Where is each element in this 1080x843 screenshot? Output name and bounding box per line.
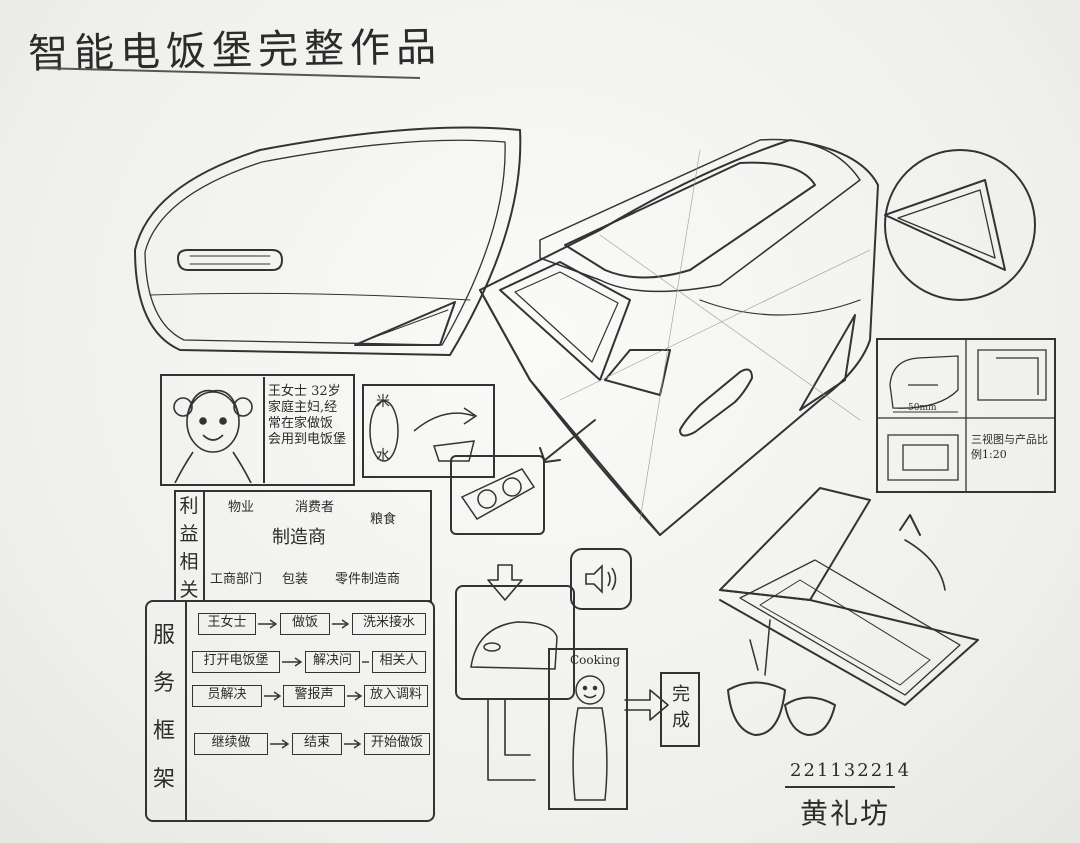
service-step: 王女士: [198, 613, 256, 635]
service-label: 服务框架: [153, 623, 176, 792]
stakeholder-item: 工商部门: [210, 572, 263, 587]
rice-label: 米: [376, 394, 390, 410]
stakeholder-label: 利益相关: [179, 495, 199, 601]
avatar: [163, 377, 265, 483]
cooker-flow-panel: [455, 585, 575, 700]
service-step: 放入调料: [364, 685, 428, 707]
stakeholder-item: 制造商: [272, 527, 326, 548]
service-step: 开始做饭: [364, 733, 430, 755]
flow-line-1: [487, 699, 536, 781]
open-lid-sketch: [719, 487, 979, 706]
side-view-sketch: [134, 126, 522, 356]
service-step: 相关人: [372, 651, 426, 673]
stakeholder-item: 包装: [282, 572, 309, 587]
three-view-panel: 50mm 三视图与产品比例1:20: [876, 338, 1056, 493]
stakeholder-item: 消费者: [295, 500, 335, 515]
persona-panel: [160, 374, 355, 486]
service-step: 做饭: [280, 613, 330, 635]
signature-line: [785, 786, 895, 788]
stakeholder-item: 物业: [228, 500, 255, 515]
persona-description: 王女士 32岁 家庭主妇,经 常在家做饭 会用到电饭堡: [268, 384, 354, 448]
done-label: 完成: [672, 684, 690, 731]
ingredient-panel: 米 水: [362, 384, 495, 478]
lid-detail-circle: [884, 149, 1036, 301]
service-step: 结束: [292, 733, 342, 755]
service-step: 解决问: [305, 651, 360, 673]
service-step: 员解决: [192, 685, 262, 707]
rice-bowls: [727, 619, 836, 736]
student-id: 221132214: [790, 760, 912, 781]
service-step: 打开电饭堡: [192, 651, 280, 673]
stakeholder-item: 零件制造商: [335, 572, 401, 587]
divider: [185, 600, 187, 822]
done-panel: 完成: [660, 672, 700, 747]
speaker-icon: [570, 548, 632, 610]
three-view-note: 三视图与产品比例1:20: [971, 433, 1048, 461]
stakeholder-item: 粮食: [370, 512, 397, 527]
persona-line: 会用到电饭堡: [268, 432, 347, 447]
service-step: 继续做: [194, 733, 268, 755]
cooking-label: Cooking: [570, 653, 621, 667]
signature: 黄礼坊: [800, 797, 891, 830]
perspective-view-sketch: [479, 138, 879, 536]
service-step: 洗米接水: [352, 613, 426, 635]
divider: [203, 490, 205, 602]
pointer-arrow: [539, 419, 596, 463]
control-detail-panel: [450, 455, 545, 535]
persona-line: 王女士 32岁: [268, 384, 341, 399]
persona-line: 家庭主妇,经: [268, 400, 338, 415]
service-panel: [145, 600, 435, 822]
flow-arrow-right: [624, 689, 669, 721]
persona-line: 常在家做饭: [268, 416, 334, 431]
service-step: 警报声: [283, 685, 345, 707]
dimension-label: 50mm: [908, 403, 937, 413]
flow-arrow-down: [487, 564, 523, 601]
cooking-panel: Cooking: [548, 648, 628, 810]
flow-line-2: [504, 699, 531, 756]
